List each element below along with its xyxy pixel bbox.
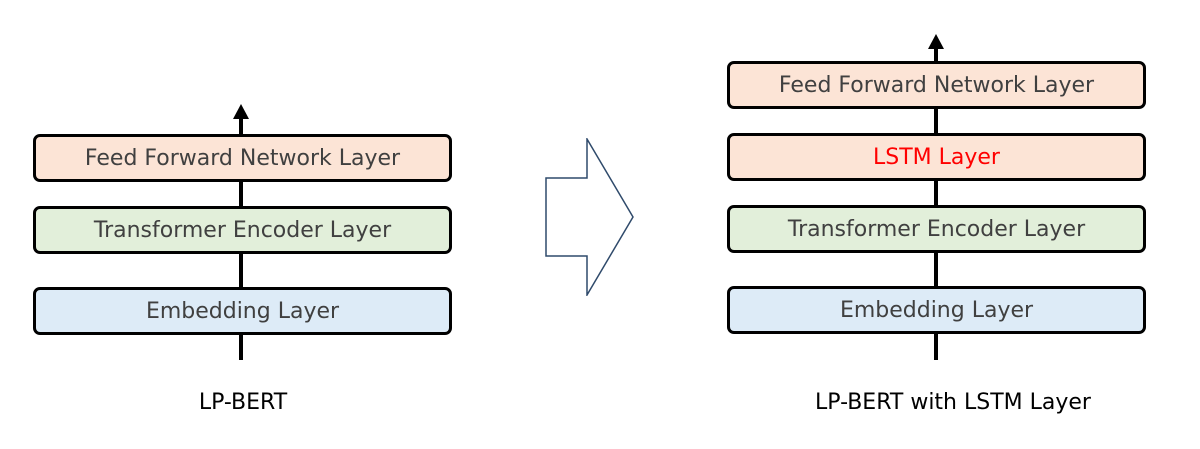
right-transformer-layer: Transformer Encoder Layer [727,205,1146,253]
left-caption: LP-BERT [198,390,288,415]
left-ffn-layer-label: Feed Forward Network Layer [84,145,401,171]
right-embedding-layer: Embedding Layer [727,286,1146,334]
left-ffn-layer: Feed Forward Network Layer [33,134,452,182]
left-output-arrow-icon [233,104,249,119]
left-transformer-layer-label: Transformer Encoder Layer [93,217,392,243]
right-ffn-layer-label: Feed Forward Network Layer [778,72,1095,98]
transition-arrow-icon [545,138,634,296]
right-transformer-layer-label: Transformer Encoder Layer [787,216,1086,242]
right-caption: LP-BERT with LSTM Layer [815,390,1091,415]
left-transformer-layer: Transformer Encoder Layer [33,206,452,254]
right-lstm-layer-label: LSTM Layer [873,144,1000,170]
transition-arrow-shape [545,138,634,296]
right-lstm-layer: LSTM Layer [727,133,1146,181]
right-output-arrow-icon [928,34,944,49]
right-ffn-layer: Feed Forward Network Layer [727,61,1146,109]
left-embedding-layer-label: Embedding Layer [145,298,340,324]
right-flow-line [934,48,938,360]
right-embedding-layer-label: Embedding Layer [839,297,1034,323]
left-embedding-layer: Embedding Layer [33,287,452,335]
